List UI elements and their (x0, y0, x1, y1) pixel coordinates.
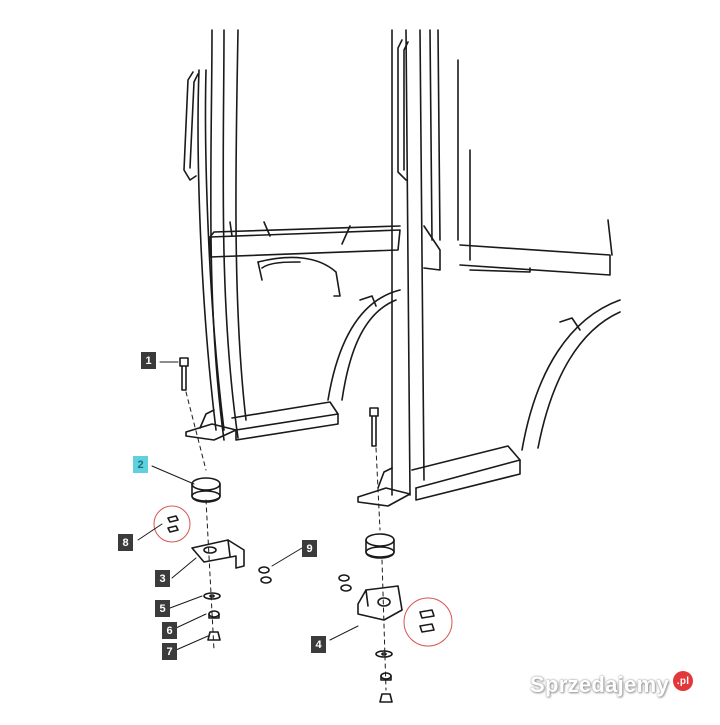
watermark-text: Sprzedajemy (530, 672, 670, 697)
left-step (185, 401, 339, 441)
right-rubber-mount (365, 533, 395, 559)
highlight-circle-right (403, 597, 453, 647)
watermark-badge: .pl (673, 671, 694, 691)
callout-6[interactable]: 6 (162, 622, 177, 639)
right-cap-nut (379, 693, 393, 703)
callout-8[interactable]: 8 (118, 534, 133, 551)
callout-4[interactable]: 4 (311, 636, 326, 653)
left-side-nuts (258, 566, 272, 584)
right-cab-pillar (391, 29, 471, 496)
left-bracket (191, 539, 245, 569)
right-fender (521, 299, 621, 451)
highlight-circle-left (153, 505, 191, 543)
callout-3[interactable]: 3 (155, 570, 170, 587)
callout-9[interactable]: 9 (302, 540, 317, 557)
right-small-bolts (419, 609, 435, 633)
right-lock-nut (380, 672, 392, 681)
left-rubber-mount (191, 477, 221, 503)
leader-lines (137, 361, 359, 651)
cross-beam (209, 219, 613, 276)
callout-7[interactable]: 7 (162, 643, 177, 660)
right-bracket (357, 585, 403, 621)
callout-1[interactable]: 1 (141, 352, 156, 369)
left-cap-nut (207, 631, 221, 641)
fender-bracket (257, 256, 341, 297)
left-small-bolts (167, 515, 179, 533)
sprzedajemy-watermark: Sprzedajemy .pl (530, 668, 710, 702)
left-fender (327, 289, 401, 401)
right-dashed-axis (375, 447, 387, 691)
left-bolt (179, 357, 189, 391)
callout-5[interactable]: 5 (155, 600, 170, 617)
left-lock-nut (208, 610, 220, 619)
right-side-nuts (338, 574, 352, 592)
left-dashed-axis (185, 391, 215, 651)
left-washer (203, 592, 221, 600)
left-cab-pillar (183, 29, 247, 441)
callout-2[interactable]: 2 (133, 456, 148, 473)
right-washer (375, 650, 393, 658)
right-bolt (369, 407, 379, 447)
right-step (357, 445, 521, 507)
